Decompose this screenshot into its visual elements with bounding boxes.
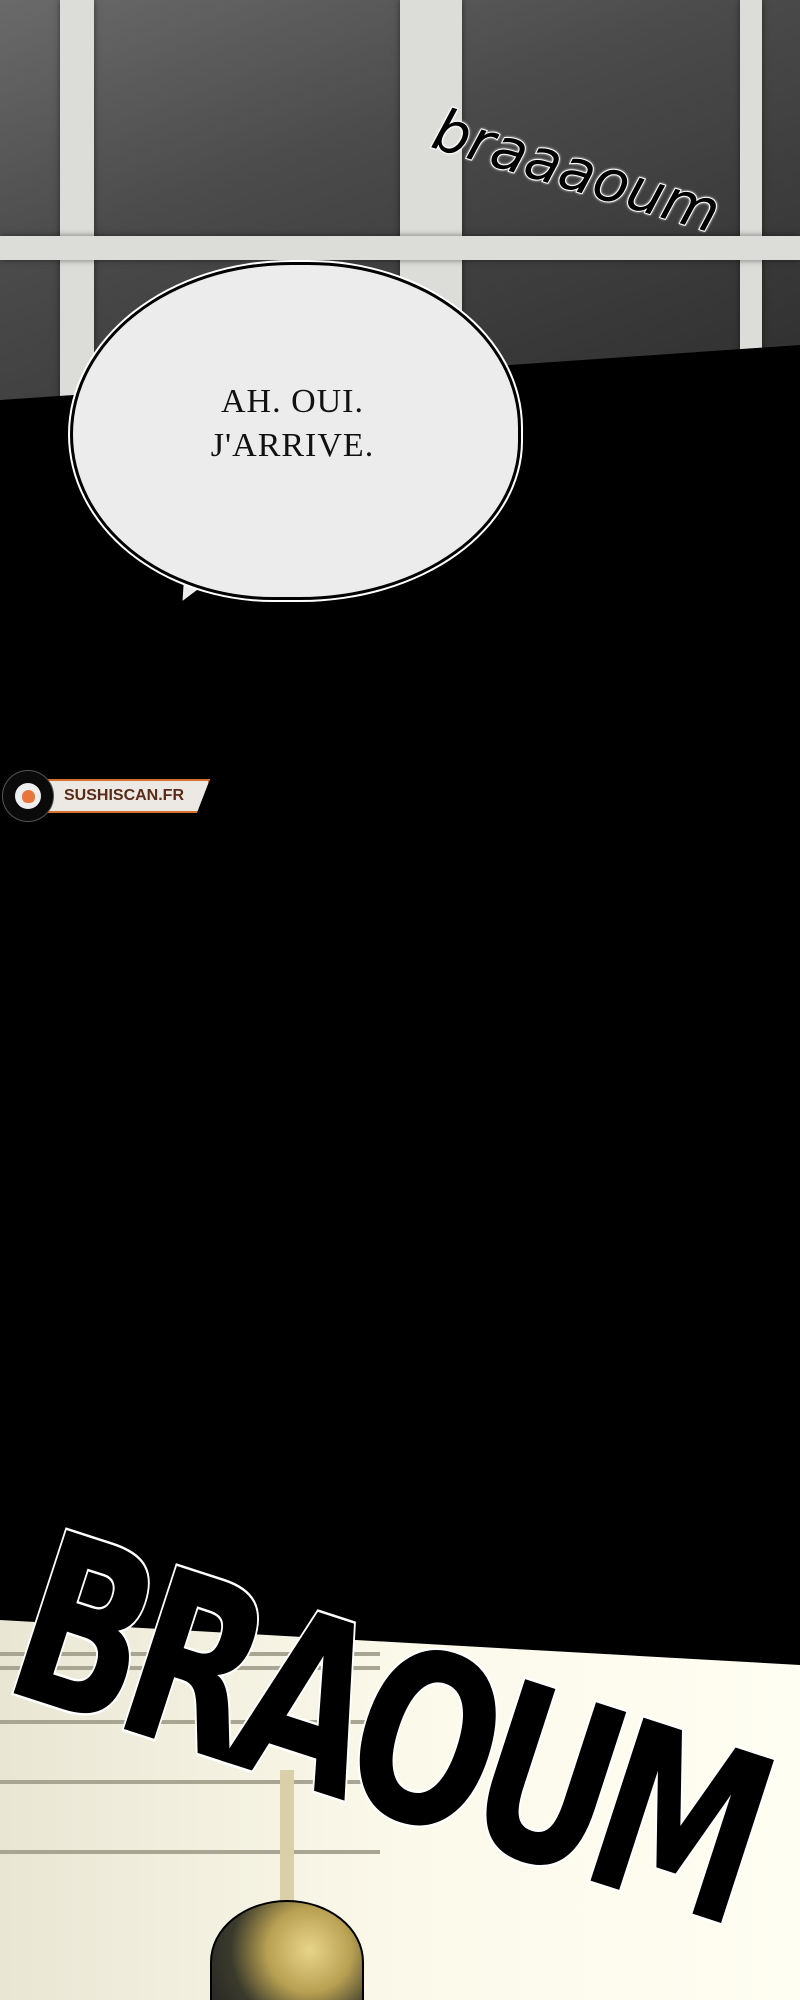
window-mullion bbox=[60, 0, 94, 400]
wall-molding bbox=[0, 1780, 380, 1784]
sushi-roll-icon bbox=[2, 770, 54, 822]
wall-molding bbox=[0, 1666, 380, 1670]
watermark-label: SUSHISCAN.FR bbox=[46, 779, 211, 813]
window-transom bbox=[0, 236, 800, 260]
speech-line: J'ARRIVE. bbox=[210, 427, 375, 464]
speech-line: AH. OUI. bbox=[220, 383, 365, 420]
wall-molding bbox=[0, 1720, 380, 1724]
speech-bubble-text: AH. OUI. J'ARRIVE. bbox=[70, 380, 515, 468]
watermark-badge[interactable]: SUSHISCAN.FR bbox=[2, 770, 211, 822]
character-head bbox=[210, 1900, 364, 2000]
wall-molding bbox=[0, 1652, 380, 1656]
wall-molding bbox=[0, 1850, 380, 1854]
window-mullion bbox=[740, 0, 762, 400]
room-panel bbox=[0, 1620, 800, 2000]
speech-bubble bbox=[70, 262, 521, 600]
